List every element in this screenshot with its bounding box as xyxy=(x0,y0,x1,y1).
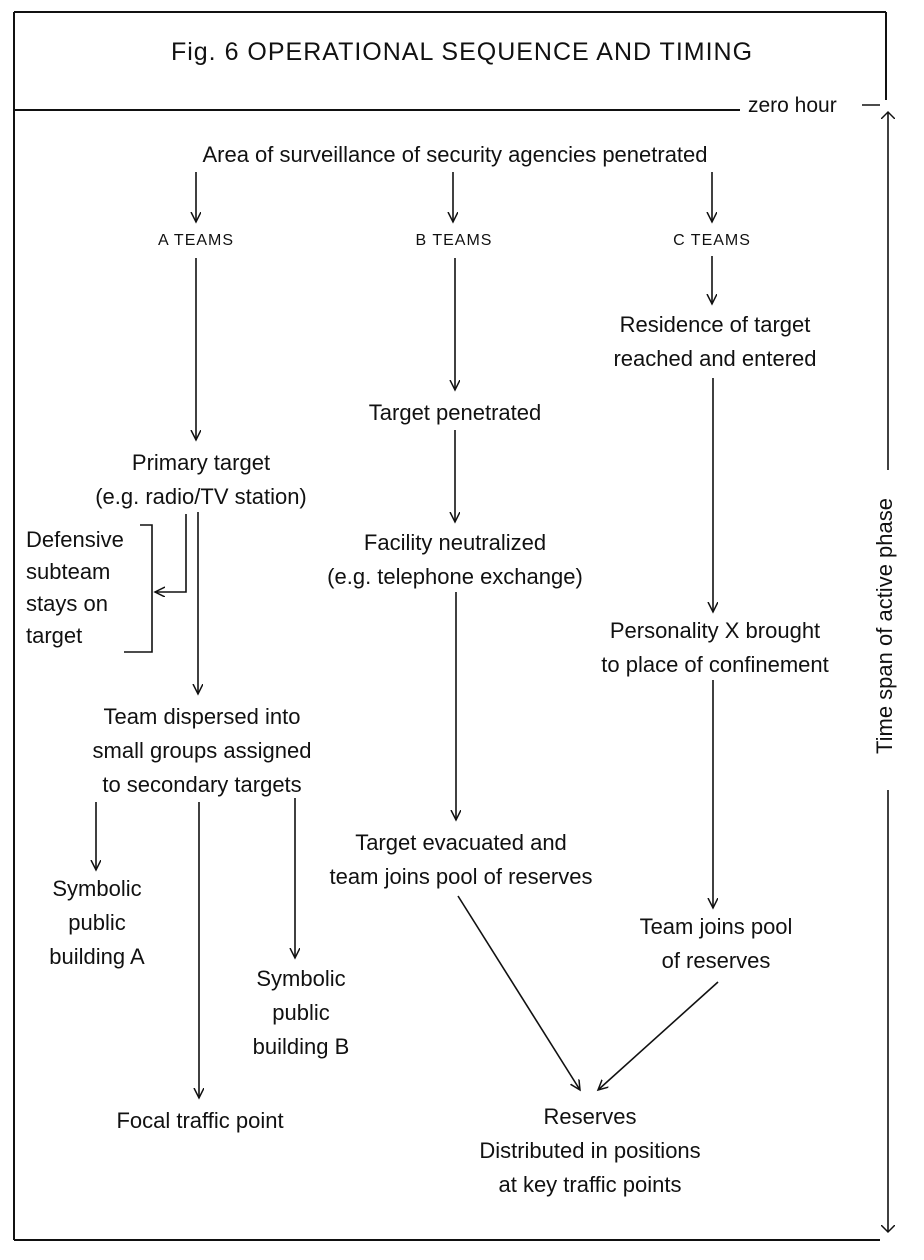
defensive-subteam-node: Defensive subteam stays on target xyxy=(26,527,124,648)
personality-x-node: Personality X brought to place of confin… xyxy=(601,618,829,677)
defensive-bracket xyxy=(124,524,153,653)
a-teams-label: A TEAMS xyxy=(157,232,235,249)
surveillance-penetrated-node: Area of surveillance of security agencie… xyxy=(202,142,708,167)
team-dispersed-node: Team dispersed into small groups assigne… xyxy=(92,704,312,797)
zero-hour-label: zero hour xyxy=(748,94,837,117)
figure-title: Fig. 6 OPERATIONAL SEQUENCE AND TIMING xyxy=(170,38,754,66)
residence-entered-node: Residence of target reached and entered xyxy=(613,312,817,371)
arrow-evacuated-to-reserves xyxy=(457,895,580,1090)
frame xyxy=(13,11,887,1241)
symbolic-building-a-node: Symbolic public building A xyxy=(49,876,145,969)
primary-target-node: Primary target (e.g. radio/TV station) xyxy=(95,450,307,509)
facility-neutralized-node: Facility neutralized (e.g. telephone exc… xyxy=(327,530,583,589)
c-teams-label: C TEAMS xyxy=(673,232,751,249)
b-teams-label: B TEAMS xyxy=(415,232,493,249)
focal-traffic-point-node: Focal traffic point xyxy=(116,1108,284,1133)
time-span-label: Time span of active phase xyxy=(872,498,897,754)
target-penetrated-node: Target penetrated xyxy=(368,400,542,425)
arrow-primary-to-defensive xyxy=(155,514,187,592)
target-evacuated-node: Target evacuated and team joins pool of … xyxy=(329,830,593,889)
time-span-arrow xyxy=(862,104,888,1232)
symbolic-building-b-node: Symbolic public building B xyxy=(252,966,350,1059)
reserves-node: Reserves Distributed in positions at key… xyxy=(479,1104,701,1197)
team-joins-pool-node: Team joins pool of reserves xyxy=(639,914,793,973)
arrow-joins-pool-to-reserves xyxy=(598,981,719,1090)
